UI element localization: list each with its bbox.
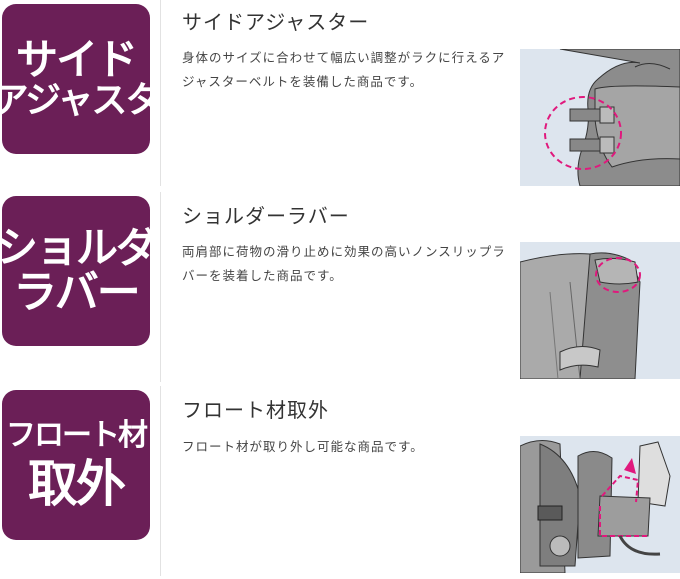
badge-line1: ショルダ — [0, 222, 158, 272]
feature-badge: サイド アジャスタ — [0, 4, 161, 154]
badge-line2: ラバー — [13, 266, 141, 318]
divider — [160, 386, 161, 576]
feature-badge: フロート材 取外 — [2, 390, 150, 540]
feature-title: フロート材取外 — [182, 398, 329, 422]
feature-description: 身体のサイズに合わせて幅広い調整がラクに行えるアジャスターベルトを装備した商品で… — [182, 50, 506, 89]
badge-line1: サイド — [15, 35, 138, 85]
feature-title: ショルダーラバー — [182, 204, 350, 228]
badge-line2: 取外 — [28, 454, 126, 513]
feature-title: サイドアジャスター — [182, 10, 370, 34]
side-adjuster-illustration — [520, 49, 680, 186]
removable-float-illustration — [520, 436, 680, 573]
feature-removable-float: フロート材 取外 フロート材取外 フロート材が取り外し可能な商品です。 — [0, 386, 680, 576]
feature-side-adjuster: サイド アジャスタ サイドアジャスター 身体のサイズに合わせて幅広い調整がラクに… — [0, 0, 680, 190]
feature-shoulder-rubber: ショルダ ラバー ショルダーラバー 両肩部に荷物の滑り止めに効果の高いノンスリッ… — [0, 192, 680, 382]
shoulder-rubber-illustration — [520, 242, 680, 379]
divider — [160, 0, 161, 186]
feature-description: 両肩部に荷物の滑り止めに効果の高いノンスリップラバーを装着した商品です。 — [182, 244, 506, 283]
feature-description: フロート材が取り外し可能な商品です。 — [182, 439, 424, 454]
feature-badge: ショルダ ラバー — [0, 196, 158, 346]
badge-line2: アジャスタ — [0, 80, 161, 122]
badge-line1: フロート材 — [6, 418, 148, 453]
divider — [160, 192, 161, 382]
